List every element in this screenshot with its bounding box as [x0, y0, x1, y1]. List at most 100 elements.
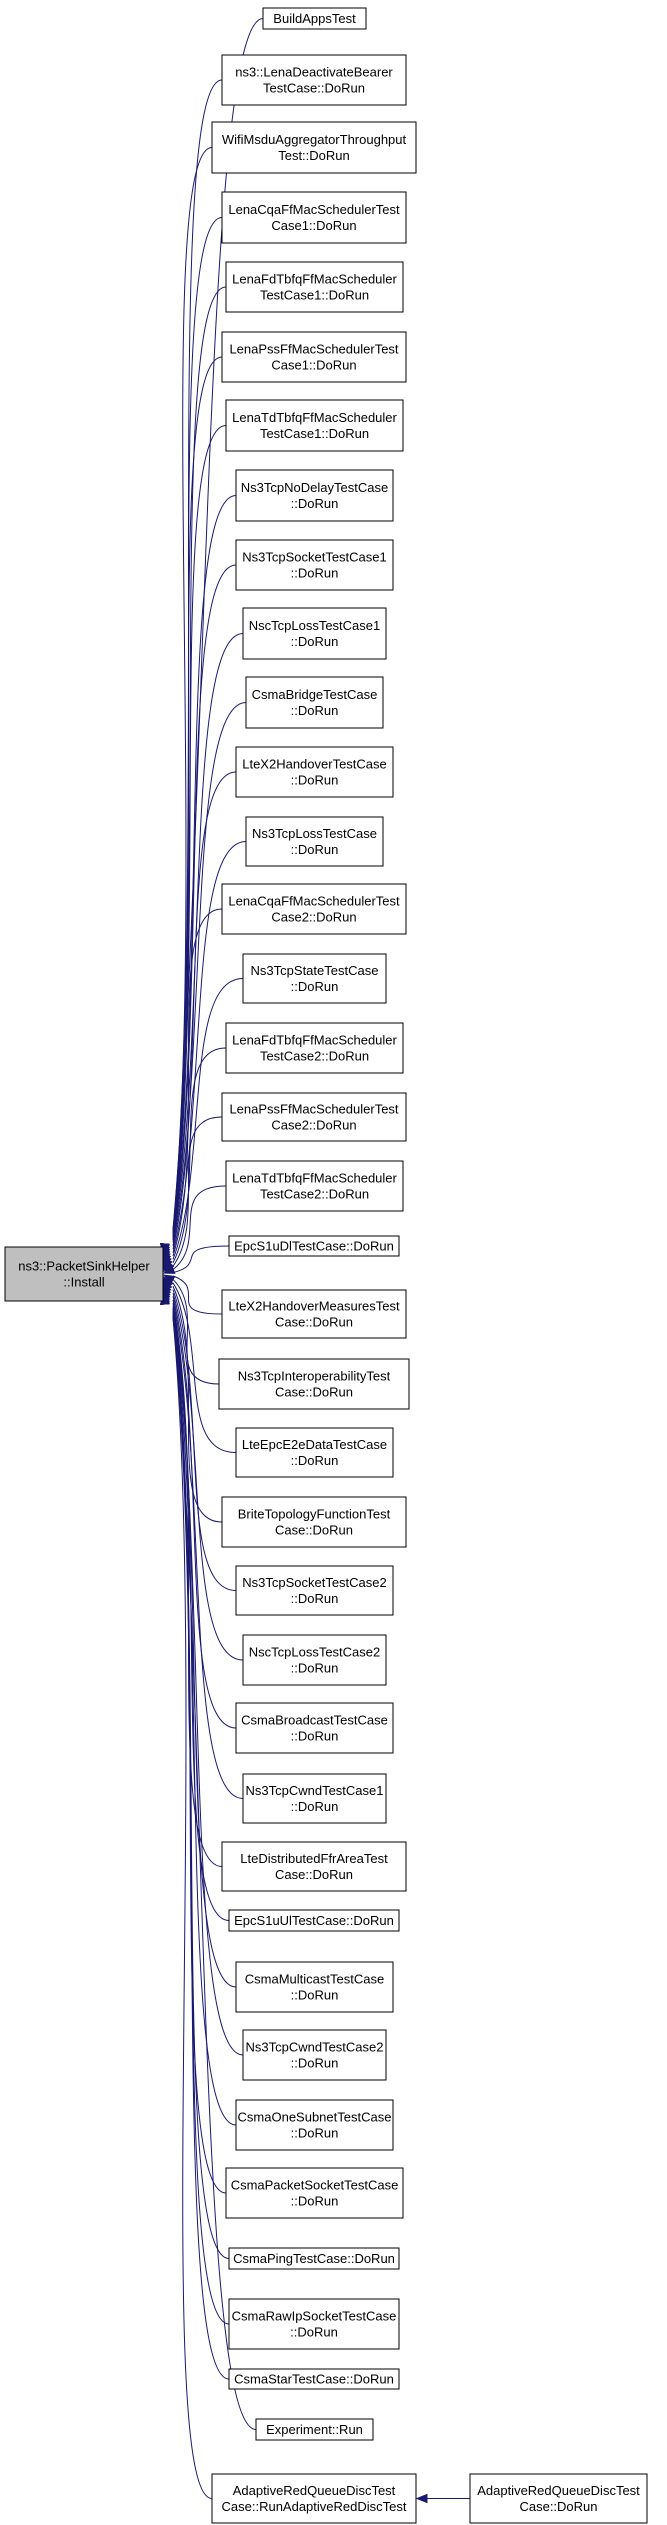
caller-node-c24[interactable]: NscTcpLossTestCase2::DoRun [242, 1634, 387, 1686]
node-label-line: CsmaBroadcastTestCase [241, 1713, 388, 1728]
node-box [235, 2099, 394, 2151]
caller-node-c10[interactable]: CsmaBridgeTestCase::DoRun [245, 676, 384, 729]
node-label-line: LenaPssFfMacSchedulerTest [229, 342, 398, 357]
node-label-line: AdaptiveRedQueueDiscTest [477, 2483, 640, 2498]
node-label-line: Case1::DoRun [271, 358, 356, 373]
node-label-line: LenaCqaFfMacSchedulerTest [228, 202, 400, 217]
caller-node-c7[interactable]: Ns3TcpNoDelayTestCase::DoRun [235, 469, 394, 522]
node-label-line: CsmaMulticastTestCase [245, 1972, 384, 1987]
node-label-line: ::DoRun [291, 1988, 339, 2003]
node-box [235, 746, 394, 798]
node-box [211, 2473, 417, 2524]
call-edge [172, 1296, 237, 1729]
call-edge [172, 1292, 244, 1661]
caller-node-c36[interactable]: Experiment::Run [255, 2418, 374, 2441]
caller-node-c9[interactable]: NscTcpLossTestCase1::DoRun [242, 607, 387, 660]
call-edge [172, 356, 223, 1237]
node-label-line: AdaptiveRedQueueDiscTest [233, 2483, 396, 2498]
call-edge [172, 425, 227, 1238]
node-box [211, 121, 417, 174]
node-label-line: Case1::DoRun [271, 218, 356, 233]
caller-node-c26[interactable]: Ns3TcpCwndTestCase1::DoRun [242, 1773, 387, 1824]
node-box [221, 54, 407, 106]
caller-node-c33[interactable]: CsmaPingTestCase::DoRun [228, 2247, 400, 2270]
node-label-line: ns3::LenaDeactivateBearer [235, 65, 393, 80]
focus-node-packet-sink-helper-install[interactable]: ns3::PacketSinkHelper::Install [4, 1246, 164, 1302]
node-box [469, 2473, 648, 2524]
caller-node-c12[interactable]: Ns3TcpLossTestCase::DoRun [245, 816, 384, 867]
node-label-line: CsmaBridgeTestCase [252, 687, 378, 702]
caller-node-c14[interactable]: Ns3TcpStateTestCase::DoRun [242, 953, 387, 1004]
node-box [245, 676, 384, 729]
node-label-line: TestCase2::DoRun [260, 1187, 369, 1202]
node-label-line: Case::DoRun [275, 1385, 353, 1400]
caller-node-c28[interactable]: EpcS1uUlTestCase::DoRun [228, 1909, 400, 1932]
call-edge [172, 1245, 230, 1274]
node-label-line: WifiMsduAggregatorThroughput [222, 132, 407, 147]
caller-node-c29[interactable]: CsmaMulticastTestCase::DoRun [235, 1961, 394, 2013]
call-edge [172, 564, 237, 1241]
node-label-line: ::DoRun [291, 1591, 339, 1606]
call-edge [172, 1282, 237, 1453]
caller-node-c18[interactable]: EpcS1uDlTestCase::DoRun [228, 1235, 400, 1257]
caller-node-c8[interactable]: Ns3TcpSocketTestCase1::DoRun [235, 539, 394, 591]
node-label-line: CsmaPingTestCase::DoRun [233, 2251, 395, 2266]
node-box [221, 883, 407, 935]
node-label-line: Ns3TcpInteroperabilityTest [238, 1369, 391, 1384]
node-label-line: ::DoRun [291, 2126, 339, 2141]
arrowhead [415, 2493, 428, 2504]
caller-node-c35[interactable]: CsmaStarTestCase::DoRun [228, 2368, 400, 2390]
node-label-line: CsmaRawIpSocketTestCase [232, 2309, 397, 2324]
caller-node-c30[interactable]: Ns3TcpCwndTestCase2::DoRun [242, 2029, 387, 2081]
call-edge [172, 495, 237, 1239]
node-box [221, 191, 407, 244]
node-label-line: Case::DoRun [275, 1867, 353, 1882]
node-label-line: ::DoRun [291, 1661, 339, 1676]
caller-node-c23[interactable]: Ns3TcpSocketTestCase2::DoRun [235, 1565, 394, 1616]
node-label-line: TestCase::DoRun [263, 81, 365, 96]
node-label-line: LenaTdTbfqFfMacScheduler [232, 410, 397, 425]
node-label-line: Case::RunAdaptiveRedDiscTest [222, 2499, 407, 2514]
node-box [255, 2418, 374, 2441]
node-label-line: LteDistributedFfrAreaTest [240, 1851, 388, 1866]
node-label-line: Ns3TcpCwndTestCase1 [245, 1783, 383, 1798]
node-label-line: LenaFdTbfqFfMacScheduler [232, 272, 397, 287]
node-label-line: CsmaPacketSocketTestCase [231, 2178, 399, 2193]
call-edge [172, 1318, 213, 2499]
caller-node-c31[interactable]: CsmaOneSubnetTestCase::DoRun [235, 2099, 394, 2151]
node-label-line: ::DoRun [291, 1453, 339, 1468]
edge-layer [159, 18, 470, 2504]
caller-node-c34[interactable]: CsmaRawIpSocketTestCase::DoRun [228, 2298, 400, 2350]
caller-node-c21[interactable]: LteEpcE2eDataTestCase::DoRun [235, 1427, 394, 1478]
node-box [221, 331, 407, 383]
node-box [245, 816, 384, 867]
node-box [228, 2368, 400, 2390]
node-box [235, 469, 394, 522]
node-label-line: BriteTopologyFunctionTest [238, 1507, 391, 1522]
caller-node-c25[interactable]: CsmaBroadcastTestCase::DoRun [235, 1702, 394, 1754]
caller-node-c32[interactable]: CsmaPacketSocketTestCase::DoRun [225, 2167, 404, 2219]
caller-node-c0[interactable]: BuildAppsTest [262, 7, 367, 30]
node-box [242, 1634, 387, 1686]
node-label-line: LteEpcE2eDataTestCase [242, 1437, 387, 1452]
node-box [235, 1702, 394, 1754]
caller-node-c37[interactable]: AdaptiveRedQueueDiscTestCase::RunAdaptiv… [211, 2473, 417, 2524]
caller-node-c11[interactable]: LteX2HandoverTestCase::DoRun [235, 746, 394, 798]
node-label-line: LenaCqaFfMacSchedulerTest [228, 894, 400, 909]
